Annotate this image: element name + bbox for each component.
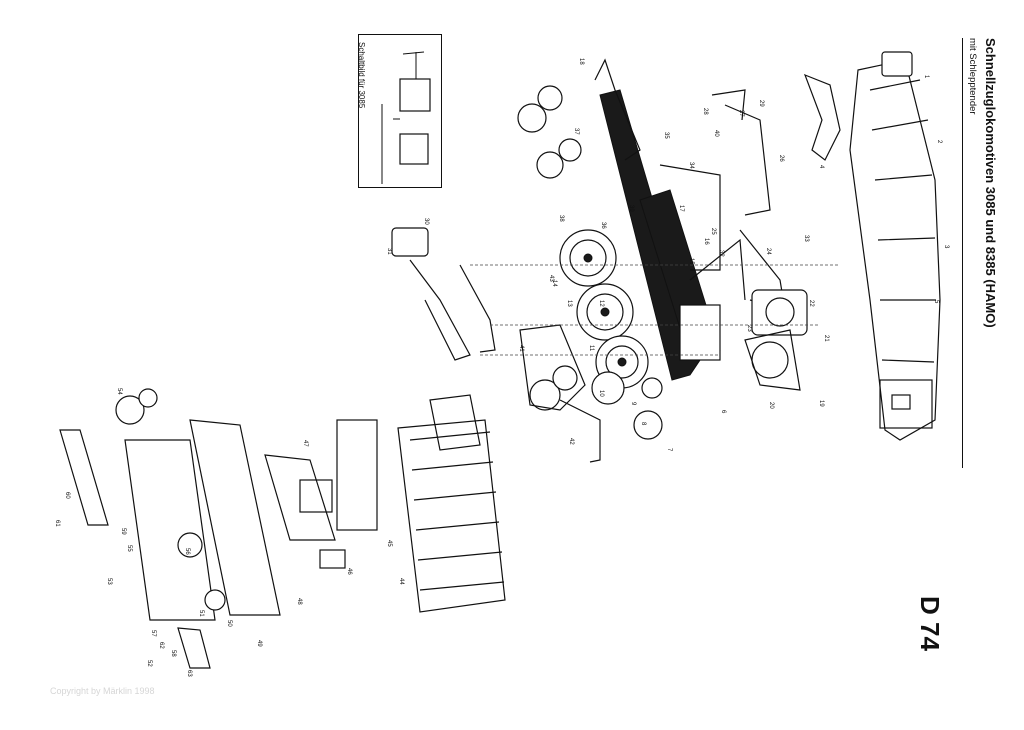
part-number-62: 62 (158, 642, 164, 649)
part-number-13: 13 (566, 300, 572, 307)
part-number-44: 44 (398, 578, 404, 585)
part-number-11: 11 (588, 345, 594, 352)
part-number-35: 35 (663, 132, 669, 139)
part-number-60: 60 (64, 492, 70, 499)
part-number-29: 29 (758, 100, 764, 107)
part-number-42: 42 (568, 438, 574, 445)
part-number-39: 39 (628, 205, 634, 212)
part-number-48: 48 (296, 598, 302, 605)
valve-gear-assembly (391, 227, 496, 361)
part-number-8: 8 (640, 422, 646, 426)
drive-wheels (559, 229, 663, 440)
part-number-16: 16 (703, 238, 709, 245)
part-number-50: 50 (226, 620, 232, 627)
part-number-1: 1 (923, 75, 929, 79)
part-number-54: 54 (116, 388, 122, 395)
part-number-43: 43 (548, 275, 554, 282)
part-number-46: 46 (346, 568, 352, 575)
part-number-41: 41 (518, 345, 524, 352)
part-number-6: 6 (720, 410, 726, 414)
part-number-32: 32 (718, 250, 724, 257)
part-number-15: 15 (688, 258, 694, 265)
part-number-9: 9 (630, 402, 636, 406)
part-number-37: 37 (573, 128, 579, 135)
part-number-57: 57 (150, 630, 156, 637)
part-number-14: 14 (551, 280, 557, 287)
part-number-34: 34 (688, 162, 694, 169)
part-number-51: 51 (198, 610, 204, 617)
wiring-inset-box (358, 34, 442, 188)
part-number-61: 61 (54, 520, 60, 527)
part-number-30: 30 (423, 218, 429, 225)
part-number-20: 20 (768, 402, 774, 409)
part-number-31: 31 (386, 248, 392, 255)
part-number-36: 36 (600, 222, 606, 229)
alignment-lines (470, 264, 840, 356)
part-number-58: 58 (170, 650, 176, 657)
bogie-wheels (517, 58, 641, 411)
header-rule (962, 38, 963, 468)
part-number-56: 56 (184, 548, 190, 555)
part-number-5: 5 (933, 300, 939, 304)
part-number-63: 63 (186, 670, 192, 677)
part-number-7: 7 (666, 448, 672, 452)
part-number-26: 26 (778, 155, 784, 162)
part-number-49: 49 (256, 640, 262, 647)
part-number-22: 22 (808, 300, 814, 307)
part-number-3: 3 (943, 245, 949, 249)
part-number-18: 18 (578, 58, 584, 65)
locomotive-chassis (599, 89, 721, 381)
tender-body (336, 394, 506, 613)
part-number-17: 17 (678, 205, 684, 212)
part-number-38: 38 (558, 215, 564, 222)
part-number-21: 21 (823, 335, 829, 342)
part-number-55: 55 (126, 545, 132, 552)
part-number-40: 40 (713, 130, 719, 137)
part-number-47: 47 (302, 440, 308, 447)
part-number-12: 12 (598, 300, 604, 307)
part-number-45: 45 (386, 540, 392, 547)
part-number-59: 59 (120, 528, 126, 535)
part-number-4: 4 (818, 165, 824, 169)
part-number-53: 53 (106, 578, 112, 585)
tender-chassis (59, 388, 346, 669)
part-number-2: 2 (936, 140, 942, 144)
copyright-watermark: Copyright by Märklin 1998 (50, 686, 155, 696)
part-number-19: 19 (818, 400, 824, 407)
locomotive-body (803, 51, 941, 441)
part-number-28: 28 (702, 108, 708, 115)
part-number-52: 52 (146, 660, 152, 667)
part-number-23: 23 (746, 325, 752, 332)
part-number-33: 33 (803, 235, 809, 242)
motor-assembly (744, 289, 808, 391)
part-number-25: 25 (710, 228, 716, 235)
part-number-24: 24 (765, 248, 771, 255)
part-number-10: 10 (598, 390, 604, 397)
part-number-27: 27 (738, 110, 744, 117)
